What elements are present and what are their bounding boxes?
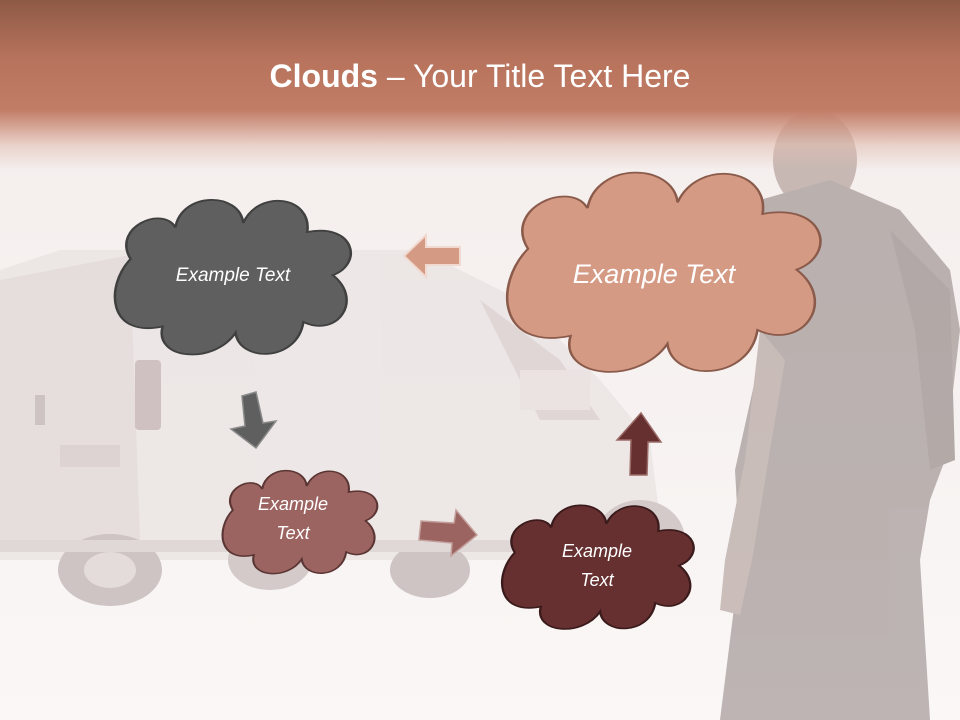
title-rest: – Your Title Text Here xyxy=(377,58,691,94)
left-arrow xyxy=(402,232,461,280)
cloud-dark-gray-label: Example Text xyxy=(175,264,291,286)
right-arrow xyxy=(418,508,479,558)
title-bar xyxy=(0,0,960,170)
up-arrow xyxy=(615,411,663,476)
van-image xyxy=(0,250,685,606)
slide-title: Clouds – Your Title Text Here xyxy=(0,54,960,98)
cloud-maroon-label: Example Text xyxy=(561,541,633,590)
cloud-salmon-label: Example Text xyxy=(572,258,736,289)
title-bold: Clouds xyxy=(269,58,378,94)
down-arrow xyxy=(229,391,278,450)
cloud-rose-label: Example Text xyxy=(257,494,329,543)
